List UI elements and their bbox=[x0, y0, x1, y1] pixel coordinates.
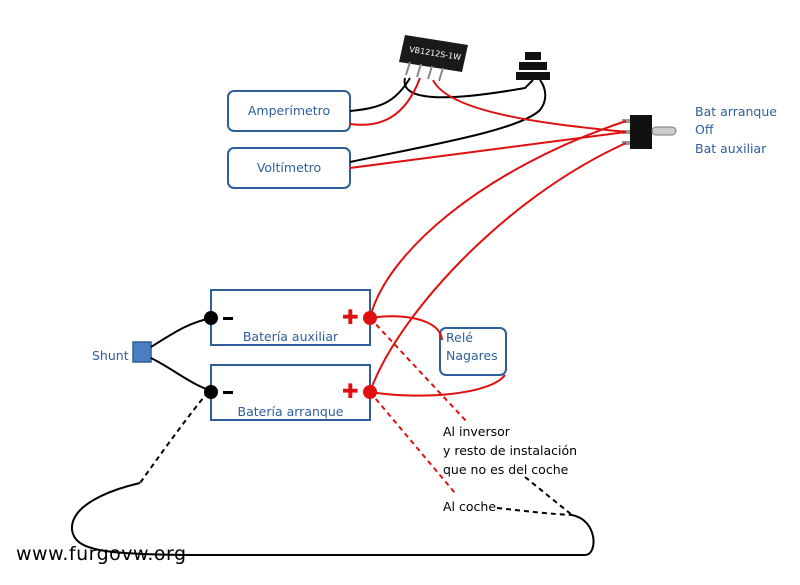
switch-label-middle: Off bbox=[695, 122, 714, 137]
bateria-auxiliar-label: Batería auxiliar bbox=[242, 329, 339, 344]
push-button-icon bbox=[516, 52, 550, 80]
wire-arr-coche bbox=[369, 391, 456, 494]
converter-module bbox=[399, 35, 468, 82]
wire-aux-inversor bbox=[369, 317, 468, 423]
inversor-annotation-line3: que no es del coche bbox=[443, 462, 569, 477]
shunt-icon bbox=[132, 341, 152, 363]
wire-converter-switch bbox=[432, 79, 627, 133]
wire-aux-rele bbox=[369, 315, 443, 341]
arr-negative-terminal bbox=[204, 385, 218, 399]
wire-amp-red bbox=[349, 77, 421, 126]
wire-ground-dashed bbox=[139, 391, 209, 484]
inversor-annotation-line2: y resto de instalación bbox=[443, 443, 578, 458]
wire-shunt-aux bbox=[150, 317, 213, 348]
aux-positive-terminal bbox=[363, 311, 377, 325]
watermark: www.furgovw.org bbox=[16, 543, 187, 565]
aux-plus-symbol: ✚ bbox=[342, 305, 359, 329]
rele-label-line2: Nagares bbox=[446, 348, 498, 363]
aux-minus-symbol bbox=[223, 317, 233, 320]
arr-minus-symbol bbox=[223, 391, 233, 394]
wire-inversor-dashed bbox=[524, 476, 573, 516]
wire-arr-switch bbox=[369, 142, 627, 393]
wire-shunt-arr bbox=[150, 357, 213, 392]
wire-arr-rele bbox=[369, 374, 506, 397]
shunt-label: Shunt bbox=[92, 348, 129, 363]
arr-positive-terminal bbox=[363, 385, 377, 399]
voltimetro-label: Voltímetro bbox=[256, 160, 322, 175]
amperimetro-label: Amperímetro bbox=[247, 103, 331, 118]
inversor-annotation-line1: Al inversor bbox=[443, 424, 510, 439]
rele-label-line1: Relé bbox=[446, 330, 473, 345]
rele-box bbox=[439, 327, 507, 376]
switch-label-bottom: Bat auxiliar bbox=[695, 141, 767, 156]
toggle-switch-icon bbox=[622, 115, 677, 149]
wire-aux-switch bbox=[369, 120, 627, 319]
wire-volt-button bbox=[349, 79, 547, 163]
wire-coche-dashed bbox=[496, 507, 573, 516]
wire-ground-loop bbox=[70, 482, 595, 556]
wire-converter-button bbox=[403, 77, 534, 99]
coche-annotation: Al coche bbox=[443, 499, 497, 514]
bateria-arranque-label: Batería arranque bbox=[237, 404, 344, 419]
arr-plus-symbol: ✚ bbox=[342, 379, 359, 403]
wire-volt-switch bbox=[349, 131, 627, 169]
switch-label-top: Bat arranque bbox=[695, 104, 777, 119]
wire-amp-converter bbox=[349, 77, 411, 112]
aux-negative-terminal bbox=[204, 311, 218, 325]
